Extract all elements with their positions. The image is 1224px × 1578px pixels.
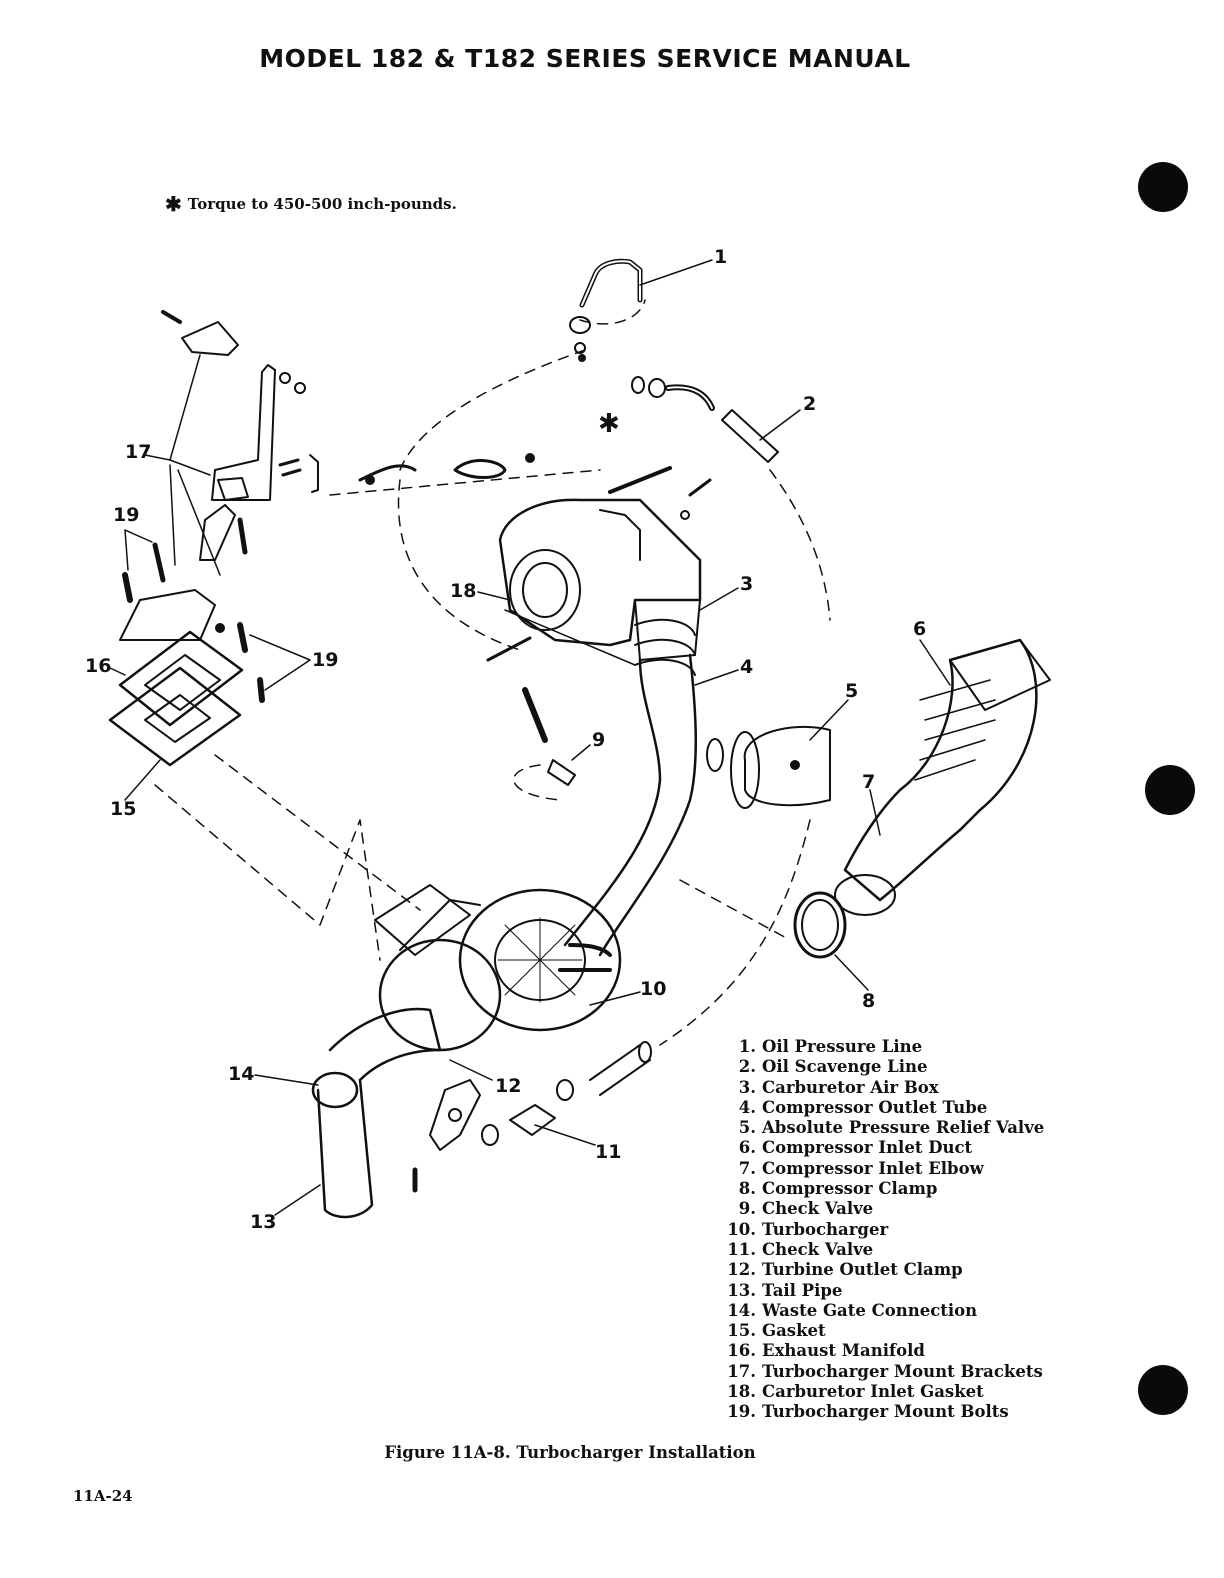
legend-item: 4. Compressor Outlet Tube xyxy=(718,1098,1044,1118)
legend-item: 19. Turbocharger Mount Bolts xyxy=(718,1402,1044,1422)
legend-item-label: Check Valve xyxy=(762,1239,874,1259)
binder-hole-top xyxy=(1138,162,1188,212)
callout-9: 9 xyxy=(592,729,605,751)
legend-item-number: 4. xyxy=(738,1097,756,1117)
legend-item-label: Compressor Outlet Tube xyxy=(762,1097,988,1117)
legend-item-label: Absolute Pressure Relief Valve xyxy=(762,1118,1045,1138)
legend-item: 3. Carburetor Air Box xyxy=(718,1078,1044,1098)
callout-11: 11 xyxy=(595,1141,621,1163)
legend-item: 7. Compressor Inlet Elbow xyxy=(718,1159,1044,1179)
legend-item-label: Carburetor Air Box xyxy=(762,1077,939,1097)
figure-caption: Figure 11A-8. Turbocharger Installation xyxy=(384,1443,756,1462)
callout-2: 2 xyxy=(803,393,816,415)
callout-16: 16 xyxy=(85,655,111,677)
legend-item: 13. Tail Pipe xyxy=(718,1281,1044,1301)
callout-12: 12 xyxy=(495,1075,521,1097)
legend-item-number: 3. xyxy=(738,1077,756,1097)
legend-item-label: Tail Pipe xyxy=(762,1280,843,1300)
legend-item: 5. Absolute Pressure Relief Valve xyxy=(718,1118,1045,1138)
legend-item-label: Check Valve xyxy=(762,1199,874,1219)
legend-item: 18. Carburetor Inlet Gasket xyxy=(718,1382,1044,1402)
legend-item: 16. Exhaust Manifold xyxy=(718,1341,1044,1361)
legend-item: 17. Turbocharger Mount Brackets xyxy=(718,1362,1044,1382)
callout-6: 6 xyxy=(913,618,926,640)
callout-3: 3 xyxy=(740,573,753,595)
legend-item: 6. Compressor Inlet Duct xyxy=(718,1138,1044,1158)
callout-19-left: 19 xyxy=(113,504,139,526)
legend-item-number: 12. xyxy=(727,1260,756,1280)
legend-item-number: 15. xyxy=(727,1321,756,1341)
page-number: 11A-24 xyxy=(73,1487,133,1505)
callout-13: 13 xyxy=(250,1211,276,1233)
legend-item-number: 14. xyxy=(727,1300,756,1320)
binder-hole-middle xyxy=(1145,765,1195,815)
legend-item-label: Waste Gate Connection xyxy=(762,1300,978,1320)
legend-item-number: 10. xyxy=(727,1219,756,1239)
legend-item-number: 16. xyxy=(727,1341,756,1361)
torque-note-text: Torque to 450-500 inch-pounds. xyxy=(187,195,457,213)
legend-item-number: 7. xyxy=(738,1158,756,1178)
legend-item-label: Oil Pressure Line xyxy=(762,1037,923,1056)
legend-item-label: Gasket xyxy=(762,1321,826,1341)
legend-item: 14. Waste Gate Connection xyxy=(718,1301,1044,1321)
callout-1: 1 xyxy=(714,246,727,268)
callout-5: 5 xyxy=(845,680,858,702)
legend-item-number: 8. xyxy=(738,1179,756,1199)
legend-item-label: Carburetor Inlet Gasket xyxy=(762,1382,984,1402)
legend-item-number: 1. xyxy=(738,1037,756,1056)
legend-item: 1. Oil Pressure Line xyxy=(718,1037,1044,1057)
asterisk-icon: ✱ xyxy=(165,192,182,216)
legend-item-label: Compressor Clamp xyxy=(762,1179,938,1199)
legend-item-number: 13. xyxy=(727,1280,756,1300)
legend-item-label: Compressor Inlet Elbow xyxy=(762,1158,984,1178)
callout-15: 15 xyxy=(110,798,136,820)
callout-18: 18 xyxy=(450,580,476,602)
legend-item-label: Compressor Inlet Duct xyxy=(762,1138,973,1158)
legend-item: 15. Gasket xyxy=(718,1321,1044,1341)
legend-item: 12. Turbine Outlet Clamp xyxy=(718,1260,1044,1280)
legend-item: 11. Check Valve xyxy=(718,1240,1044,1260)
page-title: MODEL 182 & T182 SERIES SERVICE MANUAL xyxy=(259,44,911,73)
torque-note: ✱ Torque to 450-500 inch-pounds. xyxy=(165,192,457,216)
callout-17: 17 xyxy=(125,441,151,463)
legend-item-number: 6. xyxy=(738,1138,756,1158)
legend-item-label: Exhaust Manifold xyxy=(762,1341,925,1361)
callout-19-right: 19 xyxy=(312,649,338,671)
legend-item: 9. Check Valve xyxy=(718,1199,1044,1219)
legend-item-number: 11. xyxy=(727,1239,756,1259)
callout-8: 8 xyxy=(862,990,875,1012)
legend-item-label: Turbine Outlet Clamp xyxy=(762,1260,963,1280)
callout-14: 14 xyxy=(228,1063,254,1085)
legend-item-number: 18. xyxy=(727,1382,756,1402)
legend-item: 2. Oil Scavenge Line xyxy=(718,1057,1044,1077)
legend-item-label: Turbocharger xyxy=(762,1219,889,1239)
legend-item-number: 2. xyxy=(738,1057,756,1077)
legend-item: 10. Turbocharger xyxy=(718,1220,1044,1240)
legend-item-number: 19. xyxy=(727,1402,756,1422)
legend-item-label: Turbocharger Mount Brackets xyxy=(762,1361,1043,1381)
legend-item-number: 5. xyxy=(738,1118,756,1138)
torque-asterisk-icon: ✱ xyxy=(598,409,620,439)
callout-4: 4 xyxy=(740,656,753,678)
legend-item-number: 17. xyxy=(727,1361,756,1381)
binder-hole-bottom xyxy=(1138,1365,1188,1415)
callout-10: 10 xyxy=(640,978,666,1000)
legend-item: 8. Compressor Clamp xyxy=(718,1179,1044,1199)
callout-7: 7 xyxy=(862,771,875,793)
legend-item-label: Turbocharger Mount Bolts xyxy=(762,1402,1009,1422)
legend-item-label: Oil Scavenge Line xyxy=(762,1057,928,1077)
legend-item-number: 9. xyxy=(738,1199,756,1219)
